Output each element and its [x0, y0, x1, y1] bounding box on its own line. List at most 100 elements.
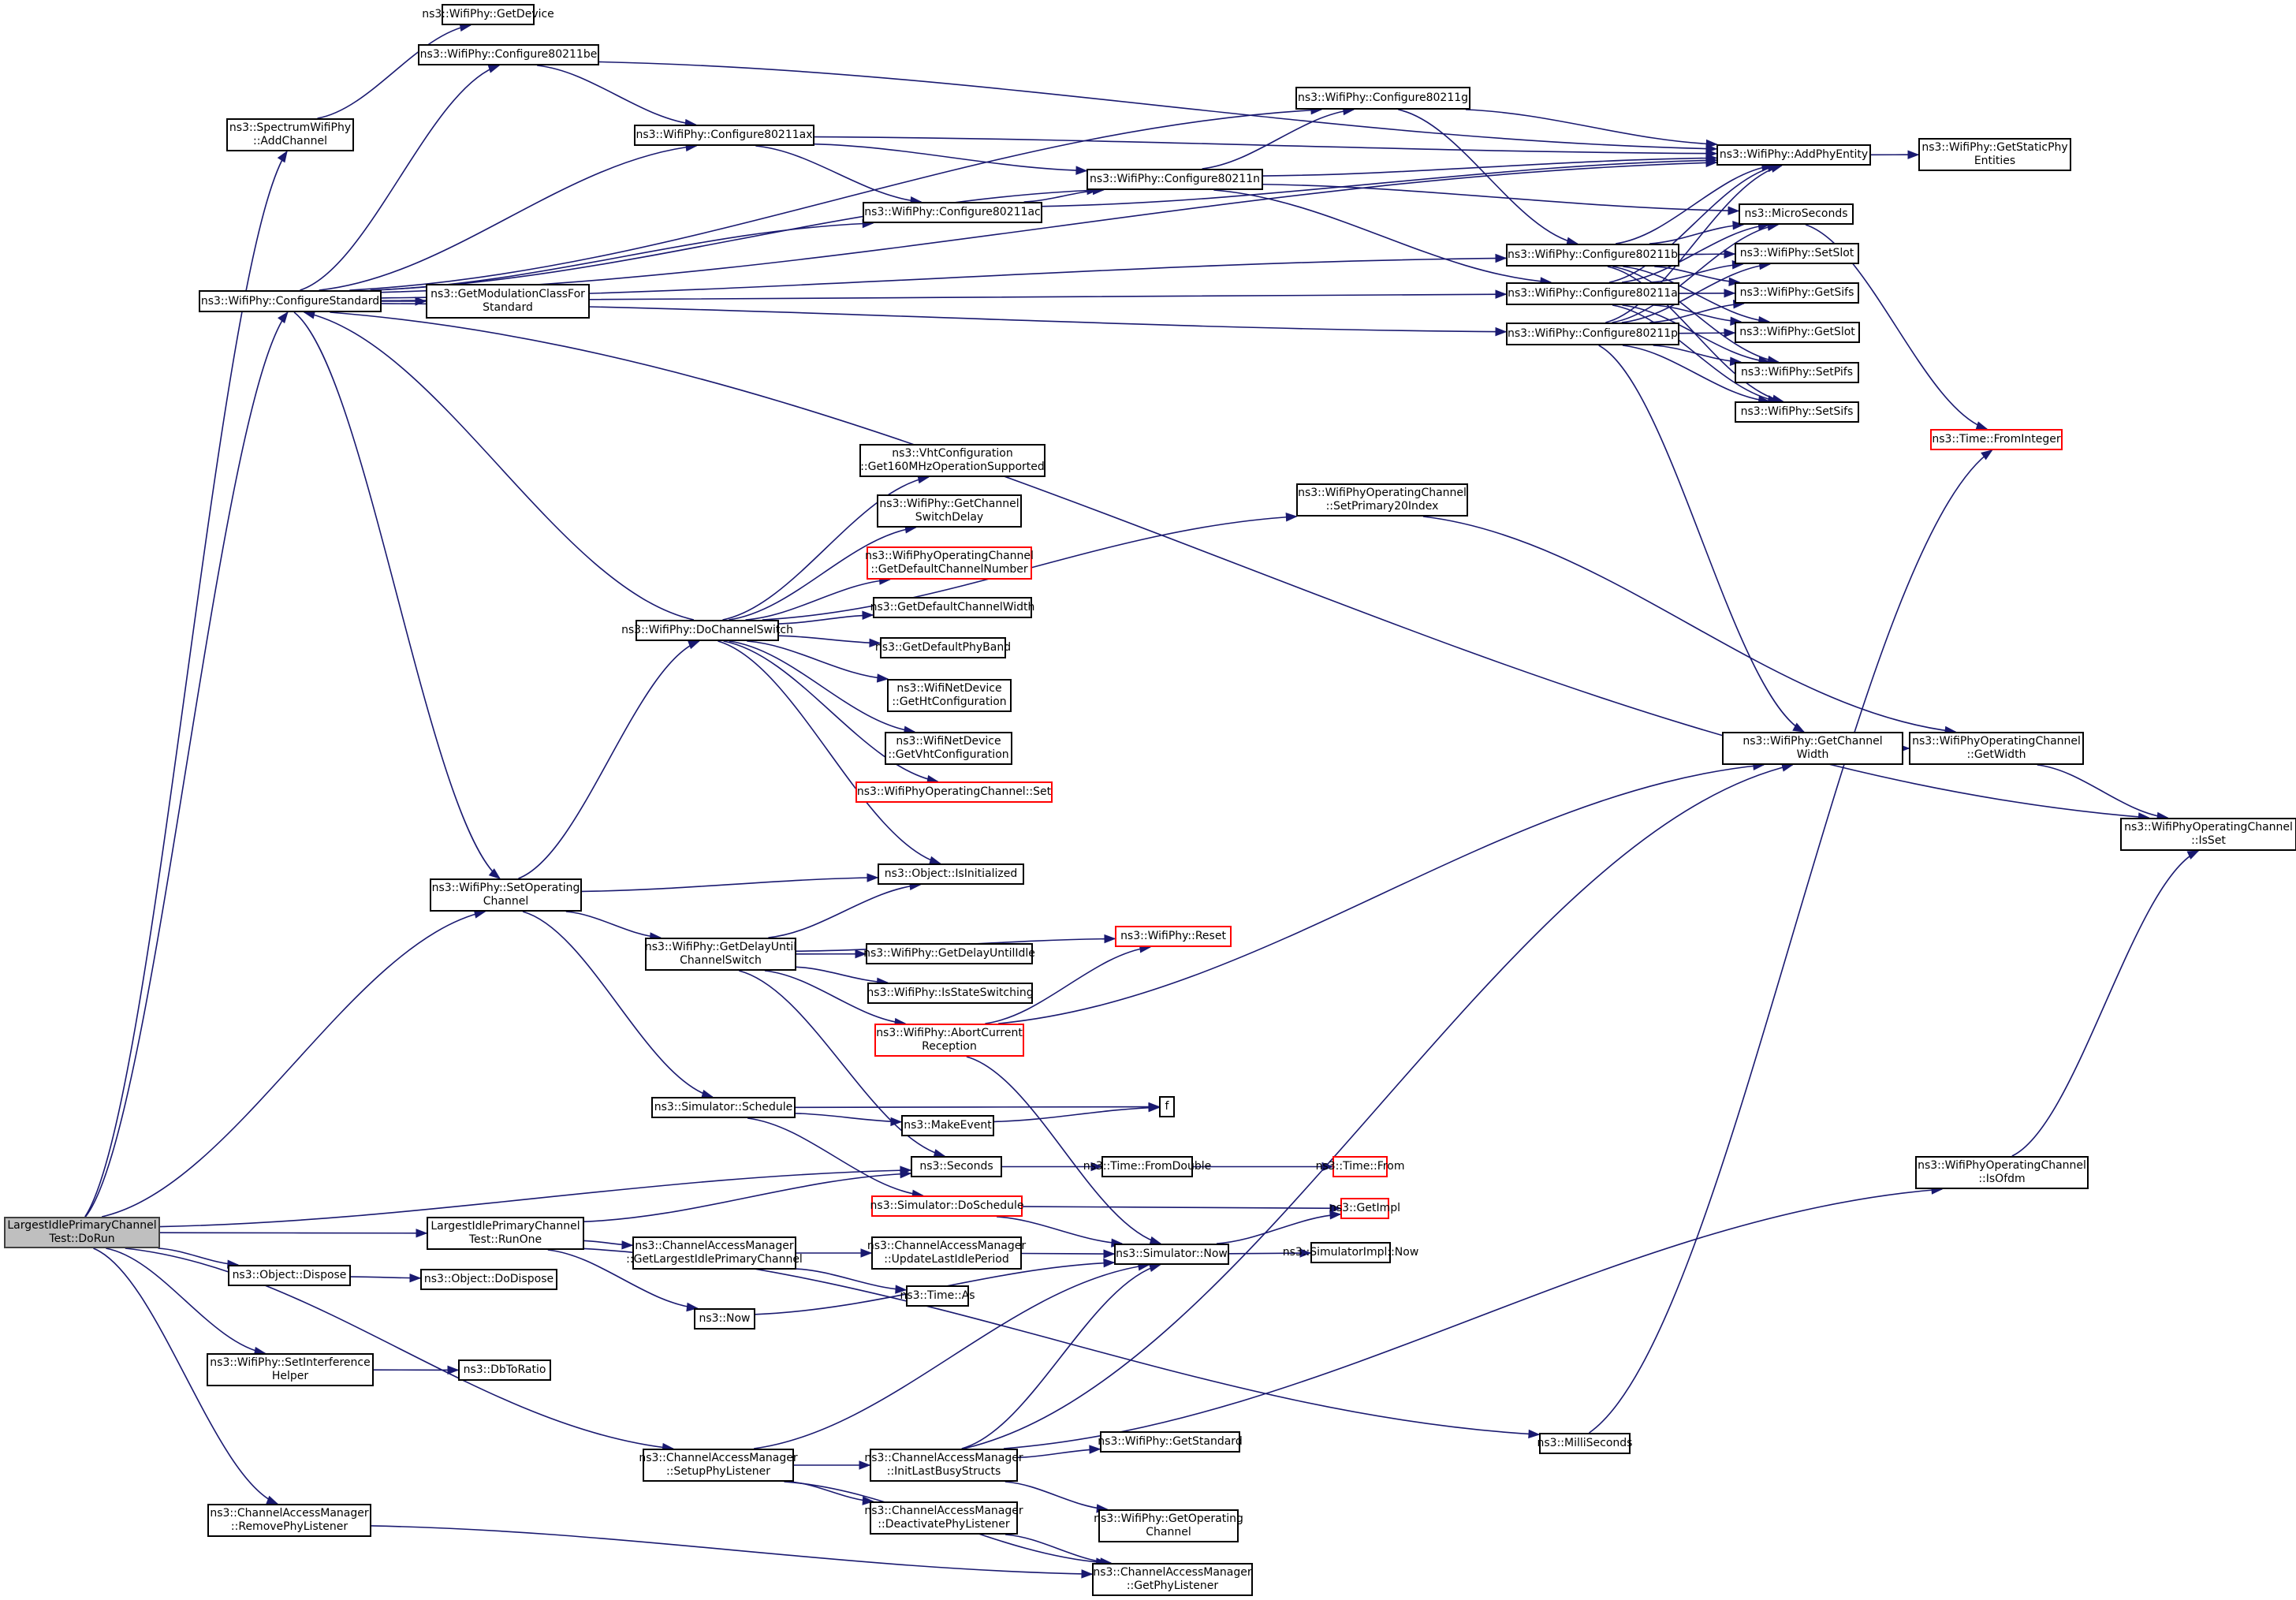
graph-node-setprim[interactable]: ns3::WifiPhyOperatingChannel ::SetPrimar… — [1296, 483, 1468, 517]
edge-dochsw-to-htcfg — [747, 640, 888, 680]
graph-node-getmod[interactable]: ns3::GetModulationClassFor Standard — [426, 284, 590, 319]
edge-p-to-setslot — [1621, 263, 1770, 323]
graph-node-getswdelay[interactable]: ns3::WifiPhy::GetChannel SwitchDelay — [877, 494, 1022, 528]
graph-node-getchw[interactable]: ns3::WifiPhy::GetChannel Width — [1722, 732, 1903, 765]
graph-node-setsifs[interactable]: ns3::WifiPhy::SetSifs — [1735, 401, 1859, 423]
edge-dochsw-to-opset — [723, 640, 938, 782]
edge-dochsw-to-getdefband — [778, 635, 881, 644]
graph-node-setpifs[interactable]: ns3::WifiPhy::SetPifs — [1735, 362, 1859, 383]
arrowhead-icon — [266, 1495, 279, 1505]
edge-initbusy-to-isofdm — [1003, 1188, 1943, 1449]
arrowhead-icon — [1732, 221, 1745, 230]
graph-node-timeas[interactable]: ns3::Time::As — [900, 1285, 975, 1307]
graph-node-isswitch[interactable]: ns3::WifiPhy::IsStateSwitching — [867, 983, 1034, 1004]
graph-node-vhtcfg[interactable]: ns3::WifiNetDevice ::GetVhtConfiguration — [885, 732, 1012, 765]
graph-node-milli[interactable]: ns3::MilliSeconds — [1538, 1433, 1632, 1454]
graph-node-ax[interactable]: ns3::WifiPhy::Configure80211ax — [634, 125, 814, 146]
graph-node-n[interactable]: ns3::WifiPhy::Configure80211n — [1086, 169, 1263, 190]
graph-node-getopch[interactable]: ns3::WifiPhy::GetOperating Channel — [1094, 1509, 1243, 1542]
graph-node-reset[interactable]: ns3::WifiPhy::Reset — [1115, 926, 1232, 947]
edge-schedule-to-makeevent — [795, 1113, 902, 1123]
edge-cfgstd-to-ax — [319, 145, 697, 291]
graph-node-cfgstd[interactable]: ns3::WifiPhy::ConfigureStandard — [199, 290, 382, 312]
graph-node-getdefwidth[interactable]: ns3::GetDefaultChannelWidth — [870, 597, 1034, 618]
graph-node-be[interactable]: ns3::WifiPhy::Configure80211be — [418, 44, 599, 65]
edge-dorun-to-setinterf — [106, 1248, 266, 1354]
edge-dochsw-to-vhtcfg — [729, 640, 915, 733]
graph-node-removelis[interactable]: ns3::ChannelAccessManager ::RemovePhyLis… — [207, 1504, 371, 1537]
arrowhead-icon — [1528, 1429, 1541, 1439]
graph-node-setinterf[interactable]: ns3::WifiPhy::SetInterference Helper — [207, 1353, 374, 1386]
graph-node-isset[interactable]: ns3::WifiPhyOperatingChannel ::IsSet — [2120, 818, 2296, 851]
arrowhead-icon — [1103, 1258, 1116, 1268]
graph-node-getlargest[interactable]: ns3::ChannelAccessManager ::GetLargestId… — [626, 1236, 803, 1270]
graph-node-delayidle[interactable]: ns3::WifiPhy::GetDelayUntilIdle — [863, 943, 1035, 964]
edge-dosched-to-getimpl — [1022, 1206, 1341, 1210]
graph-node-setopch[interactable]: ns3::WifiPhy::SetOperating Channel — [430, 878, 582, 912]
arrowhead-icon — [890, 1117, 903, 1127]
edge-abort-to-simnow — [966, 1056, 1161, 1244]
graph-node-g[interactable]: ns3::WifiPhy::Configure80211g — [1295, 87, 1470, 110]
graph-node-abort[interactable]: ns3::WifiPhy::AbortCurrent Reception — [874, 1024, 1024, 1057]
edge-isofdm-to-isset — [2011, 850, 2199, 1157]
graph-node-fromdouble[interactable]: ns3::Time::FromDouble — [1083, 1156, 1211, 1177]
graph-node-simnow[interactable]: ns3::Simulator::Now — [1114, 1244, 1229, 1265]
graph-node-initbusy[interactable]: ns3::ChannelAccessManager ::InitLastBusy… — [864, 1449, 1023, 1482]
graph-node-b[interactable]: ns3::WifiPhy::Configure80211b — [1506, 244, 1679, 267]
graph-node-getdefnum[interactable]: ns3::WifiPhyOperatingChannel ::GetDefaul… — [865, 546, 1034, 580]
graph-node-getstd[interactable]: ns3::WifiPhy::GetStandard — [1098, 1431, 1243, 1453]
graph-node-p[interactable]: ns3::WifiPhy::Configure80211p — [1506, 323, 1679, 345]
graph-node-updidle[interactable]: ns3::ChannelAccessManager ::UpdateLastId… — [867, 1236, 1026, 1270]
graph-node-getdevice[interactable]: ns3::WifiPhy::GetDevice — [422, 4, 554, 25]
graph-node-now[interactable]: ns3::Now — [694, 1308, 755, 1330]
edge-setopch-to-schedule — [522, 911, 713, 1098]
edge-runone-to-seconds — [583, 1173, 911, 1223]
graph-node-isinit[interactable]: ns3::Object::IsInitialized — [878, 863, 1024, 885]
arrowhead-icon — [862, 1496, 874, 1505]
graph-node-a[interactable]: ns3::WifiPhy::Configure80211a — [1506, 282, 1679, 305]
graph-node-seconds[interactable]: ns3::Seconds — [911, 1156, 1002, 1177]
graph-node-makeevent[interactable]: ns3::MakeEvent — [901, 1115, 994, 1136]
graph-node-getstatic[interactable]: ns3::WifiPhy::GetStaticPhy Entities — [1918, 138, 2071, 171]
edge-setopch-to-isinit — [581, 877, 878, 893]
graph-node-implnow[interactable]: ns3::SimulatorImpl::Now — [1283, 1242, 1418, 1263]
graph-node-opset[interactable]: ns3::WifiPhyOperatingChannel::Set — [855, 781, 1053, 803]
edge-cfgstd-to-isset — [330, 311, 2149, 819]
graph-node-setslot[interactable]: ns3::WifiPhy::SetSlot — [1735, 243, 1859, 264]
arrowhead-icon — [860, 1248, 873, 1258]
graph-node-htcfg[interactable]: ns3::WifiNetDevice ::GetHtConfiguration — [887, 679, 1012, 712]
graph-node-getimpl[interactable]: ns3::GetImpl — [1329, 1198, 1400, 1219]
graph-node-dochsw[interactable]: ns3::WifiPhy::DoChannelSwitch — [621, 620, 793, 641]
graph-node-getslot[interactable]: ns3::WifiPhy::GetSlot — [1735, 322, 1860, 343]
edge-dorun-to-seconds — [159, 1169, 911, 1228]
arrowhead-icon — [867, 873, 879, 882]
arrowhead-icon — [1792, 722, 1806, 733]
graph-node-getlis[interactable]: ns3::ChannelAccessManager ::GetPhyListen… — [1092, 1563, 1253, 1596]
graph-node-vht160[interactable]: ns3::VhtConfiguration ::Get160MHzOperati… — [859, 444, 1046, 477]
graph-node-fromint[interactable]: ns3::Time::FromInteger — [1930, 429, 2063, 450]
graph-node-setuplis[interactable]: ns3::ChannelAccessManager ::SetupPhyList… — [639, 1449, 798, 1482]
graph-node-f[interactable]: f — [1159, 1096, 1175, 1117]
edge-ax-to-n — [814, 143, 1087, 172]
graph-node-dosched[interactable]: ns3::Simulator::DoSchedule — [870, 1195, 1023, 1217]
graph-node-dbtoratio[interactable]: ns3::DbToRatio — [458, 1359, 551, 1381]
graph-node-dorun[interactable]: LargestIdlePrimaryChannel Test::DoRun — [4, 1217, 160, 1248]
graph-node-addphy[interactable]: ns3::WifiPhy::AddPhyEntity — [1716, 144, 1871, 166]
graph-node-schedule[interactable]: ns3::Simulator::Schedule — [651, 1097, 796, 1118]
graph-node-timefrom[interactable]: ns3::Time::From — [1316, 1156, 1404, 1177]
graph-node-getdelay[interactable]: ns3::WifiPhy::GetDelayUntil ChannelSwitc… — [645, 938, 796, 971]
graph-node-getsifs[interactable]: ns3::WifiPhy::GetSifs — [1735, 282, 1859, 304]
graph-node-addchannel[interactable]: ns3::SpectrumWifiPhy ::AddChannel — [226, 118, 354, 151]
graph-node-deactlis[interactable]: ns3::ChannelAccessManager ::DeactivatePh… — [864, 1501, 1023, 1535]
arrowhead-icon — [900, 1169, 912, 1179]
graph-node-dispose[interactable]: ns3::Object::Dispose — [228, 1265, 351, 1286]
graph-node-runone[interactable]: LargestIdlePrimaryChannel Test::RunOne — [427, 1217, 584, 1250]
graph-node-micro[interactable]: ns3::MicroSeconds — [1739, 203, 1854, 225]
graph-node-ac[interactable]: ns3::WifiPhy::Configure80211ac — [863, 202, 1042, 223]
graph-node-getwidth[interactable]: ns3::WifiPhyOperatingChannel ::GetWidth — [1909, 732, 2084, 765]
edge-cfgstd-to-addphy — [381, 162, 1717, 293]
graph-node-getdefband[interactable]: ns3::GetDefaultPhyBand — [875, 637, 1011, 658]
graph-node-isofdm[interactable]: ns3::WifiPhyOperatingChannel ::IsOfdm — [1915, 1156, 2089, 1189]
edge-dorun-to-addchannel — [84, 151, 288, 1218]
graph-node-dodispose[interactable]: ns3::Object::DoDispose — [420, 1269, 557, 1290]
